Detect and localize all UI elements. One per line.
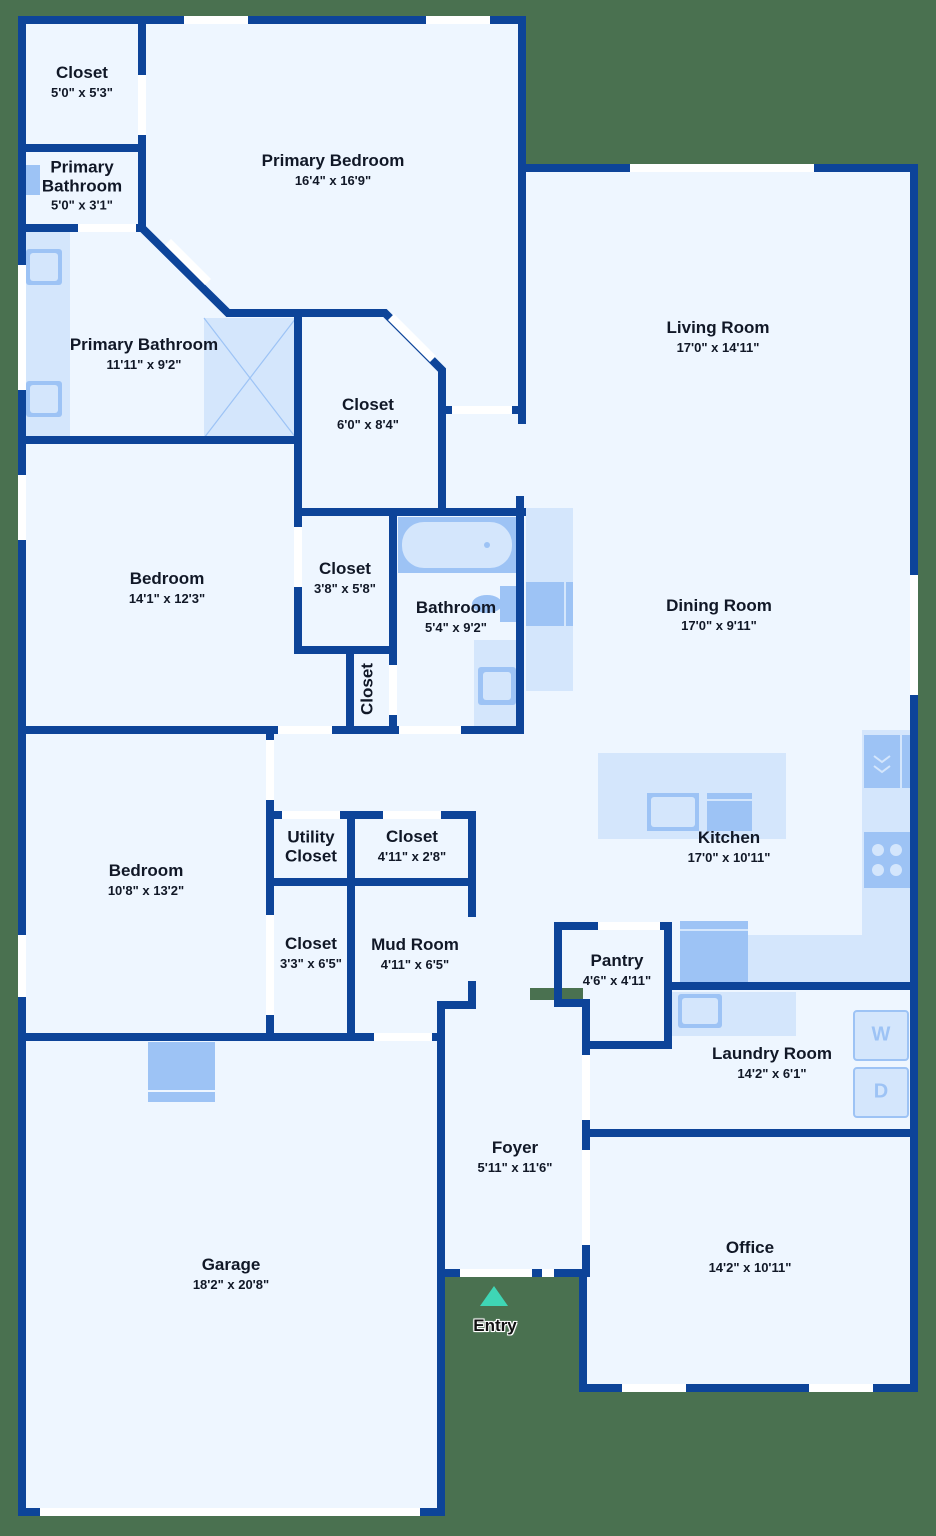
room-name: Closet — [342, 395, 394, 415]
room-name: Closet — [56, 63, 108, 83]
room-utility-closet: Utility Closet — [285, 828, 337, 865]
room-name: Bedroom — [108, 861, 184, 881]
room-office: Office 14'2" x 10'11" — [708, 1238, 792, 1275]
room-name: Mud Room — [371, 935, 459, 955]
room-dims: 5'0" x 5'3" — [51, 84, 113, 100]
room-name-line1: Primary — [50, 157, 114, 177]
room-garage: Garage 18'2" x 20'8" — [192, 1255, 270, 1292]
room-dims: 6'0" x 8'4" — [337, 416, 399, 432]
room-name: Laundry Room — [712, 1044, 832, 1064]
room-dims: 17'0" x 14'11" — [676, 339, 760, 355]
room-foyer: Foyer 5'11" x 11'6" — [477, 1138, 553, 1175]
entry-arrow-icon — [480, 1286, 508, 1306]
room-dims: 5'0" x 3'1" — [51, 198, 113, 214]
room-bathroom: Bathroom 5'4" x 9'2" — [415, 598, 497, 635]
room-dims: 18'2" x 20'8" — [192, 1276, 270, 1292]
room-primary-bedroom: Primary Bedroom 16'4" x 16'9" — [261, 151, 405, 188]
room-dims: 3'3" x 6'5" — [280, 955, 342, 971]
dryer-icon: D — [873, 1080, 889, 1103]
room-primary-bathroom: Primary Bathroom 11'11" x 9'2" — [69, 335, 219, 372]
room-dims: 14'2" x 6'1" — [737, 1065, 807, 1081]
room-name-line2: Closet — [285, 846, 337, 865]
room-name: Primary Bathroom — [69, 335, 219, 355]
room-dims: 17'0" x 10'11" — [687, 849, 771, 865]
room-name: Closet — [386, 827, 438, 847]
room-name: Closet — [357, 663, 377, 715]
fixtures — [26, 165, 912, 1118]
room-closet-lower: Closet 3'3" x 6'5" — [280, 934, 342, 971]
room-laundry-room: Laundry Room 14'2" x 6'1" — [712, 1044, 832, 1081]
openings — [18, 16, 918, 1516]
room-living-room: Living Room 17'0" x 14'11" — [666, 318, 770, 355]
room-dims: 11'11" x 9'2" — [106, 356, 182, 372]
room-mud-room: Mud Room 4'11" x 6'5" — [371, 935, 459, 972]
room-primary-bathroom-small: Primary Bathroom 5'0" x 3'1" — [41, 157, 123, 214]
room-name: Bedroom — [129, 569, 205, 589]
room-dims: 4'11" x 2'8" — [377, 848, 447, 864]
room-name-line2: Bathroom — [41, 176, 123, 196]
room-closet-small: Closet 3'8" x 5'8" — [314, 559, 376, 596]
room-dims: 4'11" x 6'5" — [380, 956, 450, 972]
room-pantry: Pantry 4'6" x 4'11" — [582, 951, 652, 988]
room-closet-narrow: Closet — [357, 663, 378, 715]
entry-label: Entry — [473, 1316, 517, 1335]
room-kitchen: Kitchen 17'0" x 10'11" — [687, 828, 771, 865]
room-dims: 14'2" x 10'11" — [708, 1259, 792, 1275]
room-dining-room: Dining Room 17'0" x 9'11" — [666, 596, 772, 633]
room-dims: 4'6" x 4'11" — [582, 972, 652, 988]
room-name: Foyer — [491, 1138, 539, 1158]
room-closet-center: Closet 6'0" x 8'4" — [337, 395, 399, 432]
room-closet-primary: Closet 5'0" x 5'3" — [51, 63, 113, 100]
room-dims: 5'4" x 9'2" — [425, 619, 487, 635]
room-name: Dining Room — [666, 596, 772, 616]
room-name: Garage — [201, 1255, 261, 1275]
room-dims: 17'0" x 9'11" — [681, 617, 757, 633]
room-bedroom-1: Bedroom 14'1" x 12'3" — [128, 569, 206, 606]
room-name: Bathroom — [415, 598, 497, 618]
room-dims: 16'4" x 16'9" — [294, 172, 372, 188]
room-name-line1: Utility — [287, 827, 335, 847]
room-closet-hall: Closet 4'11" x 2'8" — [377, 827, 447, 864]
room-name: Closet — [319, 559, 371, 579]
room-bedroom-2: Bedroom 10'8" x 13'2" — [107, 861, 185, 898]
room-name: Primary Bedroom — [261, 151, 405, 171]
room-name: Closet — [285, 934, 337, 954]
room-dims: 10'8" x 13'2" — [107, 882, 185, 898]
room-name: Office — [725, 1238, 775, 1258]
room-name: Living Room — [666, 318, 770, 338]
room-dims: 5'11" x 11'6" — [477, 1159, 553, 1175]
washer-icon: W — [871, 1023, 891, 1046]
room-name: Kitchen — [697, 828, 761, 848]
room-dims: 14'1" x 12'3" — [128, 590, 206, 606]
room-dims: 3'8" x 5'8" — [314, 580, 376, 596]
room-name: Pantry — [590, 951, 644, 971]
